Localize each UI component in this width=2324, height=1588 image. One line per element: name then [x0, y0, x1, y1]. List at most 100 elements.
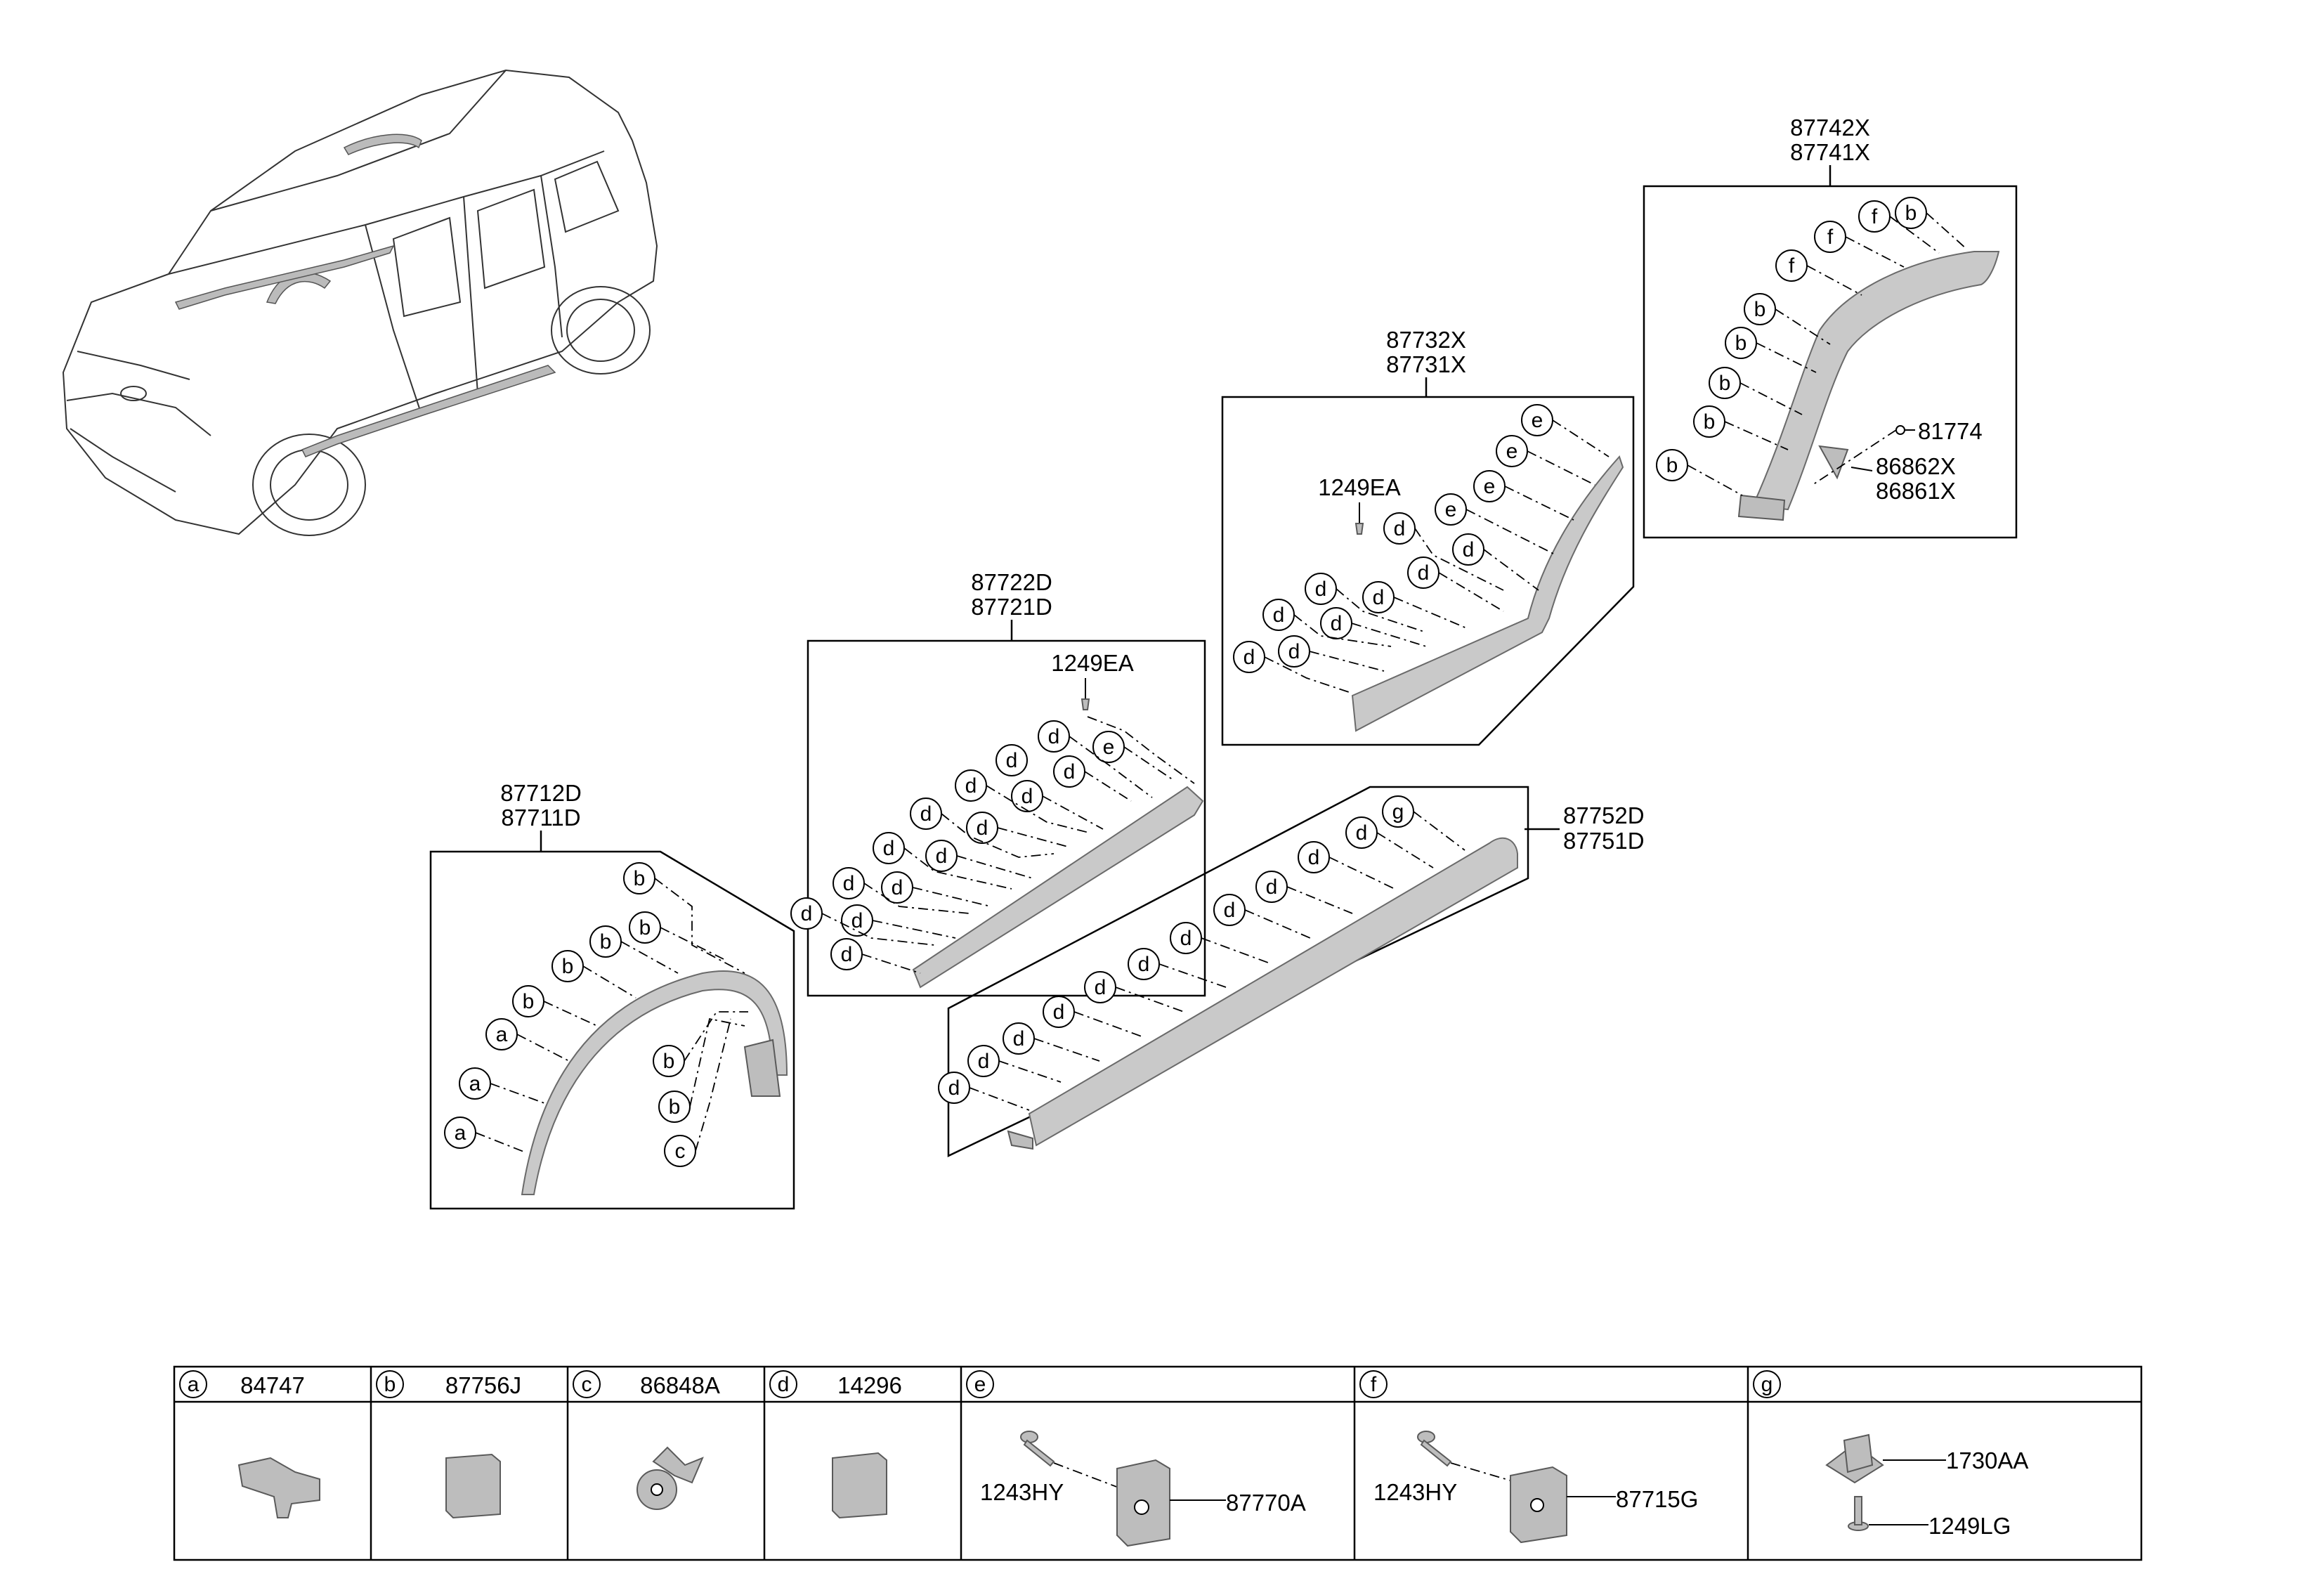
- front-door-screw-label: 1249EA: [1051, 650, 1133, 676]
- callout-letter: d: [1243, 646, 1255, 669]
- rear-door-box: [1221, 396, 1635, 746]
- rear-door-callouts: e e e e d d d d d d d d d: [1233, 404, 1553, 673]
- callout-letter: d: [1418, 561, 1430, 585]
- rear-arch-molding: [1751, 251, 2000, 511]
- callout-letter: d: [892, 876, 903, 899]
- legend-col-a: a 84747: [179, 1370, 320, 1518]
- legend-part-d: 14296: [837, 1372, 902, 1398]
- callout-letter: d: [1288, 640, 1300, 663]
- callout-letter: b: [1754, 298, 1766, 321]
- callout-letter: d: [1064, 760, 1076, 783]
- legend-letter-c: c: [582, 1373, 592, 1396]
- rear-arch-group: 87742X 87741X 81774 86862X 86861X b f f …: [1643, 115, 2018, 539]
- callout-letter: e: [1103, 736, 1115, 759]
- sill-group: 87752D 87751D g d d d d d d d d d d d: [938, 786, 1645, 1157]
- callout-letter: d: [841, 943, 853, 966]
- rear-door-molding: [1351, 455, 1624, 732]
- screw-1243hy-icon: [1020, 1431, 1055, 1467]
- callout-letter: b: [1666, 454, 1678, 477]
- callout-letter: a: [455, 1121, 466, 1145]
- clip-14296-icon: [832, 1452, 887, 1519]
- nut-1730aa-icon: [1825, 1433, 1884, 1484]
- callout-letter: f: [1789, 254, 1795, 278]
- front-arch-molding: [521, 970, 788, 1195]
- legend-sub-g-1: 1730AA: [1946, 1447, 2028, 1473]
- callout-letter: b: [1905, 202, 1917, 225]
- callout-letter: d: [1053, 1001, 1065, 1024]
- rear-arch-extra-1: 81774: [1918, 418, 1983, 444]
- clip-87756j-icon: [445, 1453, 501, 1519]
- legend-sub-e-1: 1243HY: [980, 1479, 1064, 1505]
- sill-code-2: 87751D: [1563, 828, 1645, 854]
- callout-letter: d: [1224, 899, 1236, 922]
- callout-letter: d: [883, 837, 895, 860]
- callout-letter: d: [1315, 578, 1327, 601]
- nut-87715g-icon: [1510, 1466, 1567, 1544]
- callout-letter: d: [1048, 725, 1060, 748]
- callout-letter: d: [1308, 846, 1320, 869]
- legend-sub-f-1: 1243HY: [1373, 1479, 1457, 1505]
- legend-sub-e-2: 87770A: [1226, 1490, 1306, 1516]
- callout-letter: d: [965, 774, 977, 798]
- callout-letter: f: [1827, 226, 1834, 249]
- screw-1249lg-icon: [1848, 1496, 1869, 1531]
- rear-arch-callouts: b f f f b b b b b: [1656, 197, 1927, 481]
- front-door-code-2: 87721D: [971, 594, 1052, 620]
- callout-letter: d: [843, 872, 855, 895]
- callout-letter: d: [1095, 976, 1106, 999]
- callout-letter: b: [1719, 372, 1731, 395]
- callout-letter: d: [920, 802, 932, 826]
- legend-letter-b: b: [384, 1373, 396, 1396]
- rear-door-code-2: 87731X: [1386, 351, 1466, 377]
- callout-letter: b: [523, 990, 535, 1013]
- legend-col-c: c 86848A: [573, 1370, 720, 1510]
- legend-sub-g-2: 1249LG: [1928, 1513, 2011, 1539]
- legend-sub-f-2: 87715G: [1616, 1486, 1698, 1512]
- vehicle-illustration: [62, 69, 658, 536]
- legend-letter-e: e: [974, 1373, 986, 1396]
- front-door-callouts: d d e d d d d d d d d d d d d: [790, 720, 1125, 970]
- rear-arch-code-2: 87741X: [1790, 139, 1870, 165]
- sill-box: [947, 786, 1529, 1157]
- front-door-box: [807, 639, 1206, 997]
- callout-letter: d: [978, 1050, 990, 1073]
- front-door-leaders: [821, 716, 1195, 974]
- front-arch-box: [429, 850, 795, 1210]
- callout-letter: d: [1266, 876, 1278, 899]
- callout-letter: d: [1006, 749, 1018, 772]
- rear-arch-box: [1643, 185, 2018, 539]
- rear-door-group: 87732X 87731X 1249EA e e e e d d d d d d…: [1221, 327, 1635, 746]
- callout-letter: d: [1021, 785, 1033, 808]
- front-arch-code-2: 87711D: [501, 805, 580, 831]
- sill-callouts: g d d d d d d d d d d d: [938, 795, 1414, 1104]
- callout-letter: b: [639, 916, 651, 939]
- rear-arch-extra-2a: 86862X: [1876, 453, 1956, 479]
- callout-letter: d: [1138, 953, 1150, 976]
- callout-letter: d: [1373, 586, 1385, 609]
- rear-door-screw-label: 1249EA: [1318, 474, 1400, 500]
- callout-letter: e: [1484, 475, 1496, 498]
- rear-door-leaders: [1264, 419, 1610, 693]
- nut-87770a-icon: [1116, 1459, 1170, 1547]
- legend-col-f: f 1243HY 87715G: [1359, 1370, 1698, 1544]
- callout-letter: b: [600, 930, 612, 954]
- callout-letter: g: [1392, 800, 1404, 824]
- callout-letter: a: [469, 1072, 481, 1095]
- rear-arch-leaders: [1687, 212, 1968, 496]
- front-door-group: 87722D 87721D 1249EA d d e d d d d d d d…: [790, 569, 1206, 997]
- rear-arch-extra-2b: 86861X: [1876, 478, 1956, 504]
- callout-letter: b: [1704, 410, 1716, 434]
- callout-letter: d: [801, 902, 813, 925]
- callout-letter: d: [851, 909, 863, 932]
- legend-letter-d: d: [778, 1373, 790, 1396]
- callout-letter: d: [948, 1076, 960, 1100]
- sill-leaders: [969, 811, 1465, 1111]
- callout-letter: e: [1506, 440, 1518, 463]
- callout-letter: d: [1331, 612, 1343, 635]
- front-arch-code-1: 87712D: [500, 780, 582, 806]
- legend-part-a: 84747: [240, 1372, 305, 1398]
- sill-molding: [1028, 837, 1518, 1147]
- legend-letter-g: g: [1761, 1373, 1773, 1396]
- callout-letter: e: [1532, 409, 1543, 432]
